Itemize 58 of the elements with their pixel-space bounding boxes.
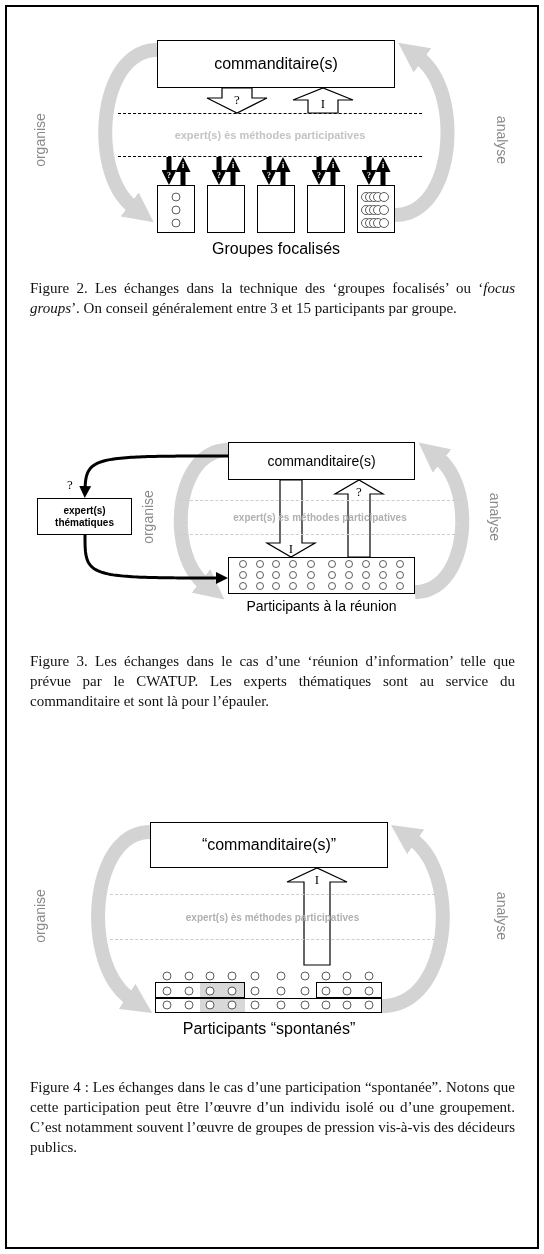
edge-label: organise: [140, 490, 156, 544]
edge-label: organise: [32, 113, 48, 167]
edge-label: i: [231, 162, 235, 170]
group-box: [157, 185, 195, 233]
edge-label: ?: [234, 92, 240, 106]
group-outline: [155, 998, 382, 1013]
arrow: [261, 157, 277, 185]
edge-label: i: [281, 162, 285, 170]
edge-label: organise: [32, 889, 48, 943]
edge-label: I: [320, 96, 326, 110]
edge-label: ?: [317, 172, 321, 180]
arrow: [311, 157, 327, 185]
curved-arrow: [91, 825, 154, 1013]
group-box: [307, 185, 345, 233]
group-caption: Participants “spontanés”: [181, 1020, 357, 1038]
arrow: [79, 454, 228, 498]
group-outline: [316, 982, 382, 998]
sponsor-box: commanditaire(s): [157, 40, 395, 88]
arrow: [275, 157, 291, 185]
group-box: [207, 185, 245, 233]
arrow: [83, 535, 228, 584]
edge-label: i: [331, 162, 335, 170]
group-box: [357, 185, 395, 233]
edge-label: ?: [167, 172, 171, 180]
arrow: [361, 157, 377, 185]
expert-band: expert(s) ès méthodes participatives: [118, 113, 422, 157]
edge-label: ?: [367, 172, 371, 180]
block-arrow: [206, 87, 268, 114]
box-heading: Participants à la réunion: [245, 598, 398, 614]
edge-label: i: [181, 162, 185, 170]
arrow: [325, 157, 341, 185]
edge-label: i: [381, 162, 385, 170]
arrow: [225, 157, 241, 185]
sponsor-box: commanditaire(s): [228, 442, 415, 480]
arrow: [211, 157, 227, 185]
sponsor-box: “commanditaire(s)”: [150, 822, 388, 868]
expert-box: expert(s) thématiques: [37, 498, 132, 535]
block-arrow: [292, 87, 354, 114]
edge-label: analyse: [487, 492, 503, 542]
figure-caption: Figure 4 : Les échanges dans le cas d’une participation “spontanée”. Notons que cette participation peut être l’œuvre d’un individu isolé ou d’une groupement. C’est notamment souvent l’œuvre de groupes de pression vis-à-vis des décideurs publics.: [30, 1078, 515, 1157]
arrow: [161, 157, 177, 185]
figure-caption: Figure 2. Les échanges dans la technique des ‘groupes focalisés’ ou ‘focus groups’. On conseil généralement entre 3 et 15 participants par groupe.: [30, 279, 515, 318]
edge-label: I: [288, 541, 294, 555]
edge-label: ?: [217, 172, 221, 180]
edge-label: analyse: [494, 115, 510, 165]
block-arrow: [286, 867, 348, 966]
block-arrow: [264, 479, 318, 558]
edge-label: ?: [356, 484, 362, 498]
edge-label: analyse: [494, 891, 510, 941]
group-box: [257, 185, 295, 233]
figure-caption: Figure 3. Les échanges dans le cas d’une ‘réunion d’information’ telle que prévue par le CWATUP. Les experts thématiques sont au service du commanditaire et sont là pour l’épauler.: [30, 652, 515, 711]
arrow: [375, 157, 391, 185]
arrow: [175, 157, 191, 185]
group-caption: Groupes focalisés: [210, 240, 342, 258]
group-outline: [155, 982, 245, 998]
edge-label: I: [314, 872, 320, 886]
edge-label: ?: [267, 172, 271, 180]
block-arrow: [332, 479, 386, 558]
